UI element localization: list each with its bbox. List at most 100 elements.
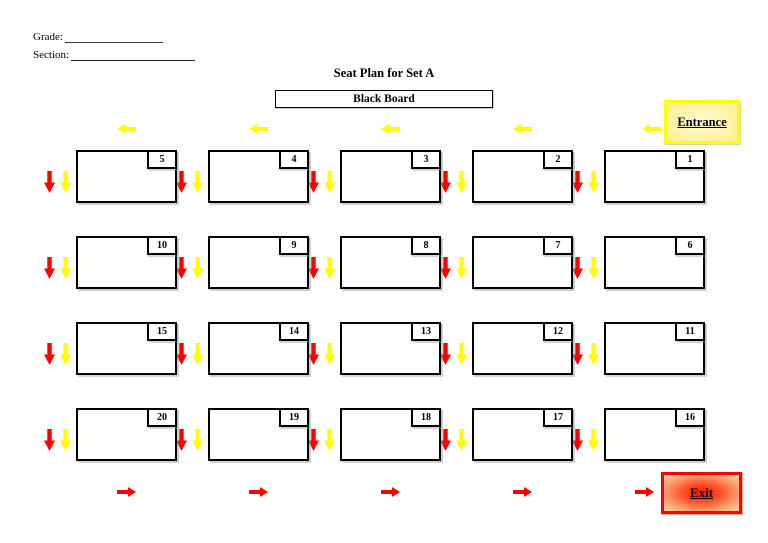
yellow-left-arrow-icon (381, 124, 400, 134)
blackboard: Black Board (275, 90, 493, 108)
desk-number: 13 (411, 322, 441, 341)
red-down-arrow-icon (440, 171, 451, 193)
yellow-down-arrow-icon (324, 343, 335, 365)
red-down-arrow-icon (44, 171, 55, 193)
yellow-down-arrow-icon (456, 429, 467, 451)
entrance-label: Entrance (677, 114, 727, 129)
desk-number: 5 (147, 150, 177, 169)
yellow-down-arrow-icon (588, 429, 599, 451)
desk-1: 1 (604, 150, 705, 203)
desk-2: 2 (472, 150, 573, 203)
entrance-box: Entrance (664, 100, 740, 144)
yellow-down-arrow-icon (324, 171, 335, 193)
desk-number: 2 (543, 150, 573, 169)
exit-box: Exit (661, 472, 742, 514)
red-down-arrow-icon (572, 343, 583, 365)
yellow-down-arrow-icon (192, 171, 203, 193)
yellow-left-arrow-icon (513, 124, 532, 134)
yellow-down-arrow-icon (588, 171, 599, 193)
desk-number: 18 (411, 408, 441, 427)
red-down-arrow-icon (440, 343, 451, 365)
desk-number: 11 (675, 322, 705, 341)
red-down-arrow-icon (44, 429, 55, 451)
page-title: Seat Plan for Set A (333, 66, 435, 80)
desk-number: 4 (279, 150, 309, 169)
desk-9: 9 (208, 236, 309, 289)
yellow-down-arrow-icon (456, 343, 467, 365)
desk-3: 3 (340, 150, 441, 203)
yellow-left-arrow-icon (249, 124, 268, 134)
red-down-arrow-icon (572, 257, 583, 279)
grade-field: Grade: (33, 30, 163, 43)
red-down-arrow-icon (572, 429, 583, 451)
yellow-down-arrow-icon (60, 429, 71, 451)
section-label: Section: (33, 49, 70, 61)
red-down-arrow-icon (440, 257, 451, 279)
yellow-down-arrow-icon (588, 257, 599, 279)
desk-5: 5 (76, 150, 177, 203)
desk-15: 15 (76, 322, 177, 375)
desk-number: 12 (543, 322, 573, 341)
yellow-down-arrow-icon (192, 429, 203, 451)
yellow-down-arrow-icon (588, 343, 599, 365)
section-field: Section: (33, 48, 196, 61)
blackboard-label: Black Board (353, 93, 415, 105)
yellow-down-arrow-icon (324, 257, 335, 279)
desk-13: 13 (340, 322, 441, 375)
yellow-down-arrow-icon (192, 257, 203, 279)
desk-8: 8 (340, 236, 441, 289)
desk-17: 17 (472, 408, 573, 461)
yellow-left-arrow-icon (117, 124, 136, 134)
desk-number: 19 (279, 408, 309, 427)
yellow-down-arrow-icon (60, 171, 71, 193)
yellow-down-arrow-icon (456, 257, 467, 279)
desk-number: 9 (279, 236, 309, 255)
red-down-arrow-icon (176, 257, 187, 279)
desk-6: 6 (604, 236, 705, 289)
red-right-arrow-icon (249, 487, 268, 497)
desk-number: 7 (543, 236, 573, 255)
desk-14: 14 (208, 322, 309, 375)
red-down-arrow-icon (572, 171, 583, 193)
yellow-down-arrow-icon (60, 343, 71, 365)
section-blank-line (71, 48, 196, 61)
desk-number: 20 (147, 408, 177, 427)
red-down-arrow-icon (44, 343, 55, 365)
desk-11: 11 (604, 322, 705, 375)
red-down-arrow-icon (176, 171, 187, 193)
desk-number: 16 (675, 408, 705, 427)
red-down-arrow-icon (44, 257, 55, 279)
red-down-arrow-icon (308, 429, 319, 451)
yellow-down-arrow-icon (60, 257, 71, 279)
yellow-down-arrow-icon (456, 171, 467, 193)
yellow-left-arrow-icon (642, 124, 661, 134)
red-down-arrow-icon (308, 343, 319, 365)
desk-number: 3 (411, 150, 441, 169)
red-down-arrow-icon (308, 171, 319, 193)
desk-number: 15 (147, 322, 177, 341)
red-right-arrow-icon (117, 487, 136, 497)
desk-7: 7 (472, 236, 573, 289)
red-down-arrow-icon (308, 257, 319, 279)
red-down-arrow-icon (440, 429, 451, 451)
desk-19: 19 (208, 408, 309, 461)
red-right-arrow-icon (635, 487, 654, 497)
yellow-down-arrow-icon (324, 429, 335, 451)
desk-16: 16 (604, 408, 705, 461)
desk-10: 10 (76, 236, 177, 289)
grade-blank-line (64, 30, 163, 43)
desk-12: 12 (472, 322, 573, 375)
desk-number: 10 (147, 236, 177, 255)
desk-18: 18 (340, 408, 441, 461)
exit-label: Exit (689, 485, 714, 500)
desk-number: 8 (411, 236, 441, 255)
red-down-arrow-icon (176, 429, 187, 451)
grade-label: Grade: (33, 31, 63, 43)
red-down-arrow-icon (176, 343, 187, 365)
desk-number: 17 (543, 408, 573, 427)
desk-number: 14 (279, 322, 309, 341)
desk-20: 20 (76, 408, 177, 461)
desk-4: 4 (208, 150, 309, 203)
red-right-arrow-icon (381, 487, 400, 497)
